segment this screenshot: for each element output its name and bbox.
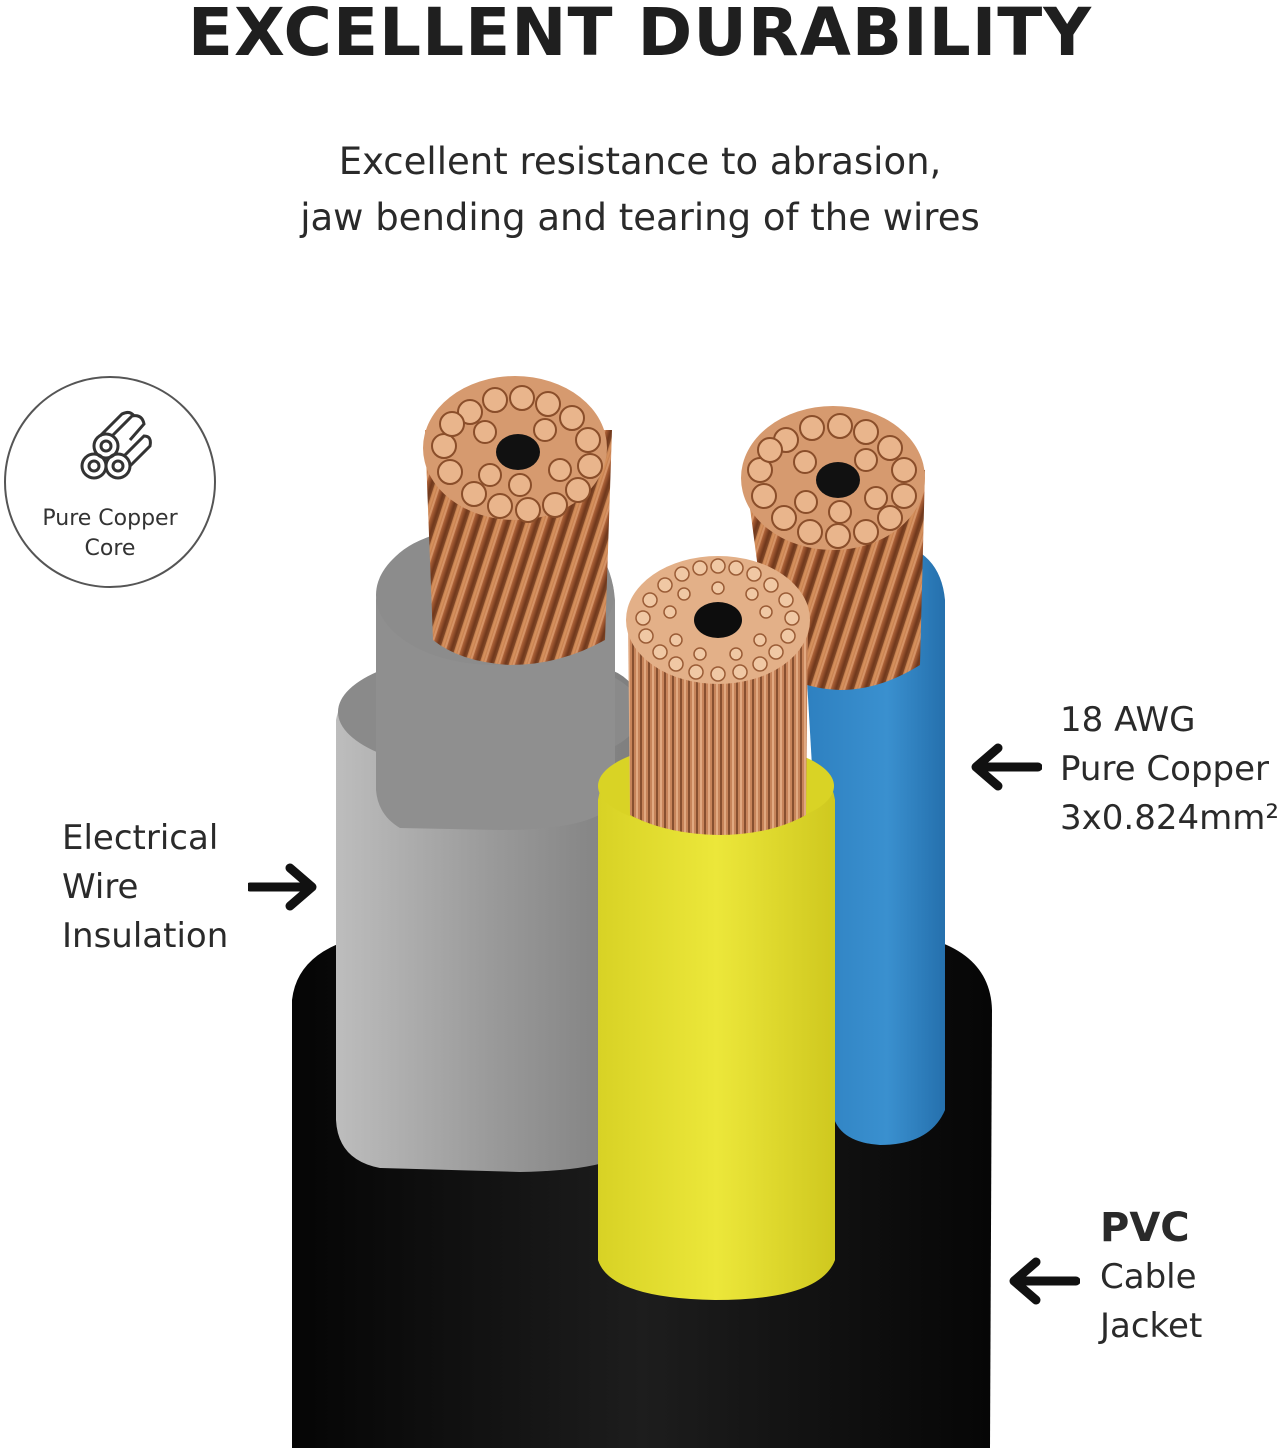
insulation-line-3: Insulation (62, 916, 229, 956)
insulation-line-2: Wire (62, 867, 139, 907)
pure-copper-core-badge: Pure Copper Core (4, 376, 216, 588)
page-title: EXCELLENT DURABILITY (187, 0, 1093, 71)
copper-spec-line-1: 18 AWG (1060, 700, 1196, 740)
arrow-right-icon (248, 863, 317, 911)
copper-spec-line-2: Pure Copper (1060, 749, 1270, 789)
copper-spec-line-3: 3x0.824mm² (1060, 798, 1279, 838)
badge-label-line-2: Core (84, 536, 136, 561)
copper-wires-icon (80, 410, 152, 480)
subtitle-line-1: Excellent resistance to abrasion, (338, 140, 942, 183)
insulation-line-1: Electrical (62, 818, 219, 858)
arrow-left-icon (971, 743, 1042, 791)
arrow-left-icon (1009, 1257, 1080, 1305)
jacket-label: PVC Cable Jacket (1100, 1204, 1202, 1351)
badge-label: Pure Copper Core (6, 504, 214, 564)
subtitle: Excellent resistance to abrasion, jaw be… (0, 134, 1280, 246)
badge-label-line-1: Pure Copper (42, 506, 178, 531)
insulation-label: Electrical Wire Insulation (62, 814, 228, 961)
subtitle-line-2: jaw bending and tearing of the wires (300, 196, 980, 239)
jacket-label-bold: PVC (1100, 1205, 1190, 1251)
copper-spec-label: 18 AWG Pure Copper 3x0.824mm² (1060, 696, 1279, 843)
jacket-line-2: Jacket (1100, 1306, 1203, 1346)
yellow-wire-insulation (598, 745, 835, 1300)
blue-wire-insulation (800, 540, 945, 1145)
jacket-line-1: Cable (1100, 1257, 1197, 1297)
